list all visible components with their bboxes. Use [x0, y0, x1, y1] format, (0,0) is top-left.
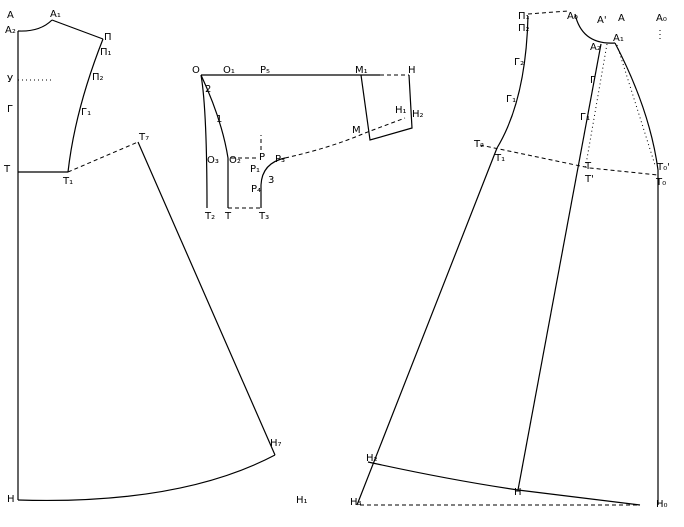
label: Т₂: [204, 211, 215, 222]
label: А₂: [590, 42, 601, 53]
label: Г: [7, 104, 13, 115]
label: Т₀': [656, 162, 670, 173]
label: Р₁: [250, 164, 260, 175]
label: М: [352, 125, 361, 136]
label: Р₃: [275, 154, 285, 165]
label: А: [618, 13, 625, 24]
side-seam: [137, 141, 276, 456]
label: Н: [7, 494, 15, 505]
label: Г₁: [580, 112, 590, 123]
right-side-curve: [614, 42, 659, 505]
label: Т₂: [473, 139, 484, 150]
neckline: [17, 19, 53, 32]
label: Т: [224, 211, 232, 222]
label: Т': [584, 174, 594, 185]
label: Т: [3, 164, 11, 175]
hem-curve: [17, 454, 276, 502]
hem-curve: [367, 461, 641, 506]
label: А₀: [567, 11, 578, 22]
label: Н: [408, 65, 416, 76]
label: А₁: [50, 9, 61, 20]
back-line: [200, 74, 208, 209]
label: А₀: [656, 13, 667, 24]
label: Г₁: [81, 107, 91, 118]
label: П₂: [518, 23, 530, 34]
label: Н₁: [395, 105, 407, 116]
label: 2: [205, 84, 211, 95]
label: Р₅: [260, 65, 270, 76]
lower-curve: [260, 157, 286, 208]
guide-dotted-right: [616, 44, 656, 166]
label: П: [104, 32, 112, 43]
label: Т₁: [494, 153, 505, 164]
side-seam-left: [356, 147, 498, 506]
label: А₁: [613, 33, 624, 44]
label: Н₀: [656, 499, 668, 510]
sleeve-edge: [284, 117, 406, 159]
label: П₁: [518, 11, 530, 22]
label: М₁: [355, 65, 368, 76]
center-line: [517, 43, 602, 491]
label: А': [597, 15, 607, 26]
label: Т₇: [138, 132, 149, 143]
label: Н₃: [350, 497, 362, 508]
label: П₁: [100, 47, 112, 58]
label: 3: [268, 175, 274, 186]
label: Н₂: [366, 453, 378, 464]
label: А: [7, 10, 14, 21]
shoulder-line: [51, 19, 104, 40]
label: О₂: [229, 155, 241, 166]
cuff-rectangle: [360, 74, 413, 141]
left-pattern-piece: [17, 19, 276, 502]
sleeve-pattern-piece: [200, 74, 413, 209]
armhole-curve: [67, 38, 104, 173]
label: Т: [584, 161, 592, 172]
label: О₁: [223, 65, 235, 76]
right-pattern-piece: [356, 10, 661, 506]
label: Г₁: [506, 94, 516, 105]
side-line: [67, 141, 139, 173]
label: О₃: [207, 155, 219, 166]
sleeve-labels: О О₁ Р₅ М₁ Н 2 1 Н₁ Н₂ М О₃ О₂ Р Р₃ Р₁ 3…: [192, 65, 424, 222]
guide-dotted: [584, 43, 608, 171]
label: Н₂: [412, 109, 424, 120]
shoulder-line: [527, 10, 569, 15]
armhole-curve: [496, 15, 529, 149]
label: Г: [590, 75, 596, 86]
label: А₂: [5, 25, 16, 36]
right-labels: П₁ А₀ А' А А₀ П₂ А₂ А₁ Г₂ Г Г₁ Г₁ Т₂ Т₁ …: [350, 11, 670, 510]
neckline-curve: [574, 13, 616, 44]
label: Г₂: [514, 57, 524, 68]
label: Н₇: [270, 438, 282, 449]
label: Т₀: [655, 177, 666, 188]
label: У: [7, 74, 13, 85]
front-curve: [200, 74, 229, 208]
label: Р₄: [251, 184, 261, 195]
label: Н: [514, 487, 522, 498]
label: Т₁: [62, 176, 73, 187]
label: О: [192, 65, 200, 76]
label: П₂: [92, 72, 104, 83]
label: 1: [216, 114, 222, 125]
label: Т₃: [258, 211, 269, 222]
left-labels: А А₁ А₂ П П₁ У П₂ Г Г₁ Т Т₁ Т₇ Н₇ Н Н₁: [3, 9, 308, 506]
waist-line: [479, 144, 659, 176]
label: Р: [259, 152, 265, 163]
label: Н₁: [296, 495, 308, 506]
